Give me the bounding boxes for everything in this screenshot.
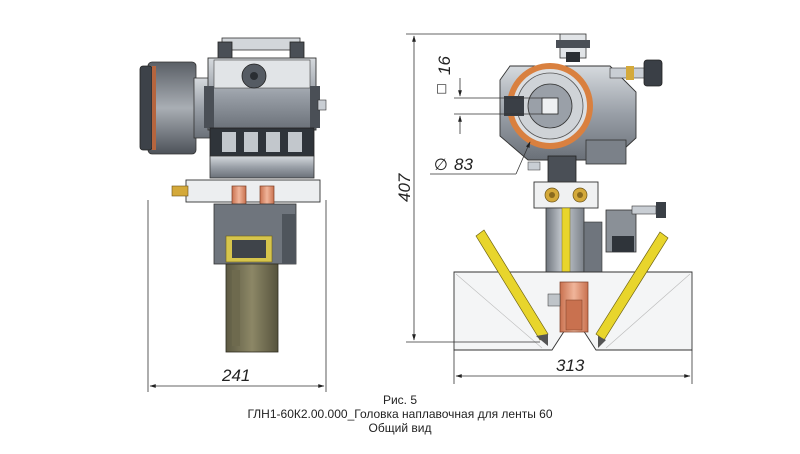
square-shaft [541,97,559,115]
guide-plate [209,155,315,179]
figure-title: ГЛН1-60К2.00.000_Головка наплавочная для… [247,407,553,421]
top-clamp-bar [221,37,301,51]
dimension-16-label: 16 [435,56,454,75]
terminal-block [533,181,599,209]
motor-copper-ring [152,66,156,150]
side-arm [585,139,627,165]
mounting-bar [185,179,321,203]
dimension-83-label: 83 [454,155,473,174]
square-symbol: □ [436,81,447,95]
figure-caption: Рис. 5 ГЛН1-60К2.00.000_Головка наплавоч… [0,393,800,435]
side-view [453,33,693,351]
motor-flange [139,65,153,151]
diameter-symbol: ∅ [434,155,448,174]
dimension-313-label: 313 [556,356,585,375]
dimension-241-label: 241 [221,366,250,385]
dimension-407 [406,33,560,343]
gearbox-side-left [204,86,214,128]
front-view [139,37,327,353]
feeder-side [282,214,296,264]
dimension-16 [454,78,544,134]
figure-number: Рис. 5 [382,393,418,407]
dimension-313 [453,350,693,384]
brass-fitting [171,185,189,197]
side-bolt [317,99,327,111]
side-column [547,155,577,187]
handwheel [643,59,663,87]
dimension-407-label: 407 [395,173,414,202]
figure-subtitle: Общий вид [368,421,432,435]
dimension-241 [147,200,327,392]
dimension-83 [430,141,531,175]
strip-yellow [561,207,571,283]
gearbox-side-right [310,86,320,128]
